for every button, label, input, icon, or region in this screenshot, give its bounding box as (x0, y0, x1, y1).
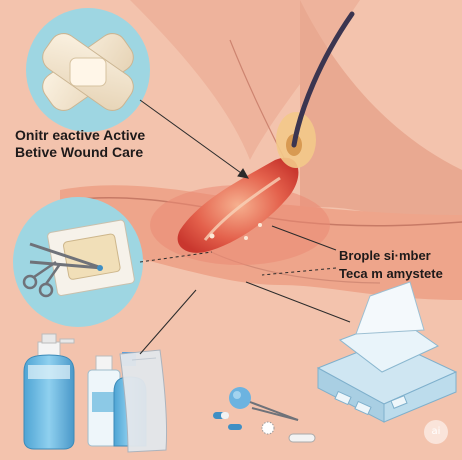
wound-bed (177, 157, 299, 253)
skin-fold-right (300, 0, 462, 230)
pointer-line-kit (245, 281, 351, 323)
scissors-icon (22, 242, 103, 298)
pointer-line-right-mid (261, 267, 337, 276)
pointer-lines (139, 99, 351, 355)
bandage-circle (26, 8, 150, 132)
wound-dot (209, 233, 215, 239)
wound-dot (244, 236, 248, 240)
pointer-line-right-top (271, 225, 337, 251)
catheter-tube (291, 11, 355, 148)
pointer-line-bottles (139, 289, 197, 355)
tube-catheter-icon (276, 11, 355, 168)
label-right-line-1: Brople si·mber (339, 248, 431, 263)
label-right-line-2: Teca m amystete (339, 266, 443, 281)
dressing-circle (13, 197, 143, 327)
wound-edge (203, 176, 281, 241)
label-left-line-1: Onitr eactive Active (15, 127, 146, 143)
label-active-wound-care: Onitr eactive Active Betive Wound Care (15, 127, 145, 161)
antiseptic-bottle-icon (23, 333, 75, 450)
wound-dot (258, 223, 262, 227)
label-right-callout: Brople si·mber Teca m amystete (339, 247, 443, 283)
pointer-line-bandage (139, 99, 249, 179)
swab-icon (229, 387, 299, 421)
label-left-line-2: Betive Wound Care (15, 144, 144, 160)
dressing-kit-icon (316, 281, 458, 423)
wound-site (150, 157, 330, 265)
pill-icon (213, 412, 316, 443)
gauze-pack-icon (119, 349, 168, 453)
pointer-line-dressing (139, 251, 213, 263)
pointer-arrowhead (237, 168, 249, 179)
bandage-icon (42, 33, 134, 111)
ai-badge: ai (424, 420, 448, 444)
gauze-pad-inner (63, 233, 121, 280)
